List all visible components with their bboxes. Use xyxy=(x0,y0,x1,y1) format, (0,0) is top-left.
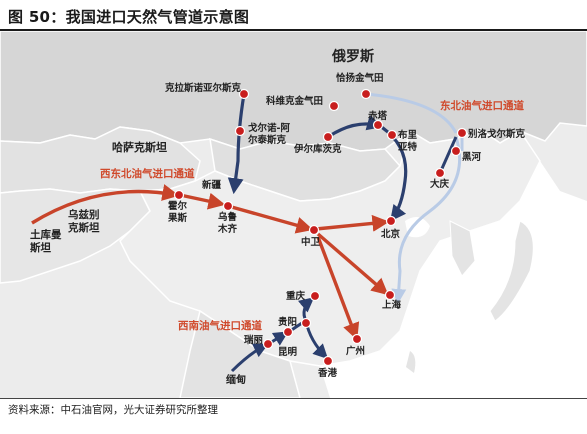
label-altai-1: 戈尔诺-阿 xyxy=(248,122,290,134)
label-chita: 赤塔 xyxy=(368,110,388,122)
label-altai-2: 尔泰斯克 xyxy=(247,134,287,146)
korea-region xyxy=(449,220,476,277)
label-kovykta: 科维克金气田 xyxy=(266,95,323,107)
route-khorgos-urumqi xyxy=(179,192,226,210)
label-daqing: 大庆 xyxy=(430,178,450,190)
route-chayanda-heihe xyxy=(365,92,458,134)
label-kunming: 昆明 xyxy=(278,347,298,358)
node-krasnoyarsk xyxy=(238,88,250,100)
node-daqing xyxy=(434,167,446,179)
label-shanghai: 上海 xyxy=(382,299,402,311)
node-urumqi xyxy=(222,200,234,212)
label-northwest-channel: 西东北油气进口通道 xyxy=(100,167,195,180)
node-chayanda xyxy=(360,88,372,100)
se-asia-region xyxy=(179,309,301,399)
route-zhongwei-beijing xyxy=(315,214,390,232)
route-turkmen-khorgos xyxy=(31,184,180,225)
node-beijing xyxy=(385,215,397,227)
label-buryat-1: 布里 xyxy=(397,129,418,141)
label-khorgos-2: 果斯 xyxy=(167,212,188,224)
route-heihe-shanghai-light xyxy=(391,136,462,304)
label-southwest-channel: 西南油气进口通道 xyxy=(178,319,262,332)
route-myanmar-ruili xyxy=(230,343,269,373)
node-chita xyxy=(372,119,384,131)
node-shanghai xyxy=(384,289,396,301)
node-labels: 克拉斯诺亚尔斯克 恰扬金气田 科维克金气田 戈尔诺-阿 尔泰斯克 伊尔库茨克 赤… xyxy=(165,72,526,379)
route-zhongwei-shanghai xyxy=(316,232,389,296)
node-altai xyxy=(234,125,246,137)
label-xinjiang: 新疆 xyxy=(202,179,222,191)
node-kunming xyxy=(282,326,294,338)
node-markers xyxy=(173,88,468,367)
node-irkutsk xyxy=(322,131,334,143)
label-ruili: 瑞丽 xyxy=(244,334,264,346)
label-uzbek-2: 克斯坦 xyxy=(68,221,100,234)
label-myanmar: 缅甸 xyxy=(226,373,246,386)
label-guangzhou: 广州 xyxy=(346,345,365,357)
node-heihe xyxy=(450,145,462,157)
label-turkmen-1: 土库曼 xyxy=(30,228,62,241)
source-note: 资料来源：中石油官网，光大证券研究所整理 xyxy=(8,404,218,416)
japan-region xyxy=(489,220,534,322)
label-urumqi-2: 木齐 xyxy=(217,223,238,235)
node-blagoveshchensk xyxy=(456,127,468,139)
route-channel-labels: 西东北油气进口通道 东北油气进口通道 西南油气进口通道 xyxy=(100,99,524,332)
route-ruili-kunming xyxy=(269,331,289,346)
node-ruili xyxy=(262,338,274,350)
node-hongkong xyxy=(322,355,334,367)
figure-title: 图 50：我国进口天然气管道示意图 xyxy=(8,8,250,26)
label-khorgos-1: 霍尔 xyxy=(168,200,188,212)
label-irkutsk: 伊尔库茨克 xyxy=(293,143,342,155)
node-kovykta xyxy=(328,100,340,112)
node-buryat xyxy=(386,129,398,141)
label-krasnoyarsk: 克拉斯诺亚尔斯克 xyxy=(165,82,242,94)
title-rule xyxy=(0,29,587,31)
label-turkmen-2: 斯坦 xyxy=(30,241,51,254)
route-urumqi-zhongwei xyxy=(227,204,314,234)
label-urumqi-1: 乌鲁 xyxy=(218,211,237,223)
label-uzbek-1: 乌兹别 xyxy=(68,208,100,221)
pipeline-map: 俄罗斯 哈萨克斯坦 乌兹别 克斯坦 土库曼 斯坦 缅甸 西东北油气进口通道 东北… xyxy=(0,30,587,399)
node-khorgos xyxy=(173,189,185,201)
label-blago: 别洛戈尔斯克 xyxy=(467,128,526,140)
label-heihe: 黑河 xyxy=(462,151,482,163)
route-heihe-daqing xyxy=(438,136,458,174)
region-labels: 俄罗斯 哈萨克斯坦 乌兹别 克斯坦 土库曼 斯坦 缅甸 xyxy=(30,48,374,386)
footer-rule xyxy=(0,398,587,399)
sea-east xyxy=(320,161,587,398)
label-northeast-channel: 东北油气进口通道 xyxy=(440,99,524,112)
taiwan-region xyxy=(406,351,416,373)
label-buryat-2: 亚特 xyxy=(398,141,418,153)
node-guangzhou xyxy=(351,333,363,345)
node-zhongwei xyxy=(308,224,320,236)
node-guiyang xyxy=(300,317,312,329)
label-kazakhstan: 哈萨克斯坦 xyxy=(112,140,167,154)
sea-bohai xyxy=(405,217,430,238)
label-chayanda: 恰扬金气田 xyxy=(336,72,384,84)
label-chongqing: 重庆 xyxy=(286,290,306,302)
label-beijing: 北京 xyxy=(381,228,401,240)
route-zhongwei-guangzhou xyxy=(316,236,360,341)
label-zhongwei: 中卫 xyxy=(301,236,321,248)
label-russia: 俄罗斯 xyxy=(331,48,374,65)
label-hongkong: 香港 xyxy=(317,367,338,379)
label-guiyang: 贵阳 xyxy=(278,316,297,328)
node-chongqing xyxy=(309,290,321,302)
